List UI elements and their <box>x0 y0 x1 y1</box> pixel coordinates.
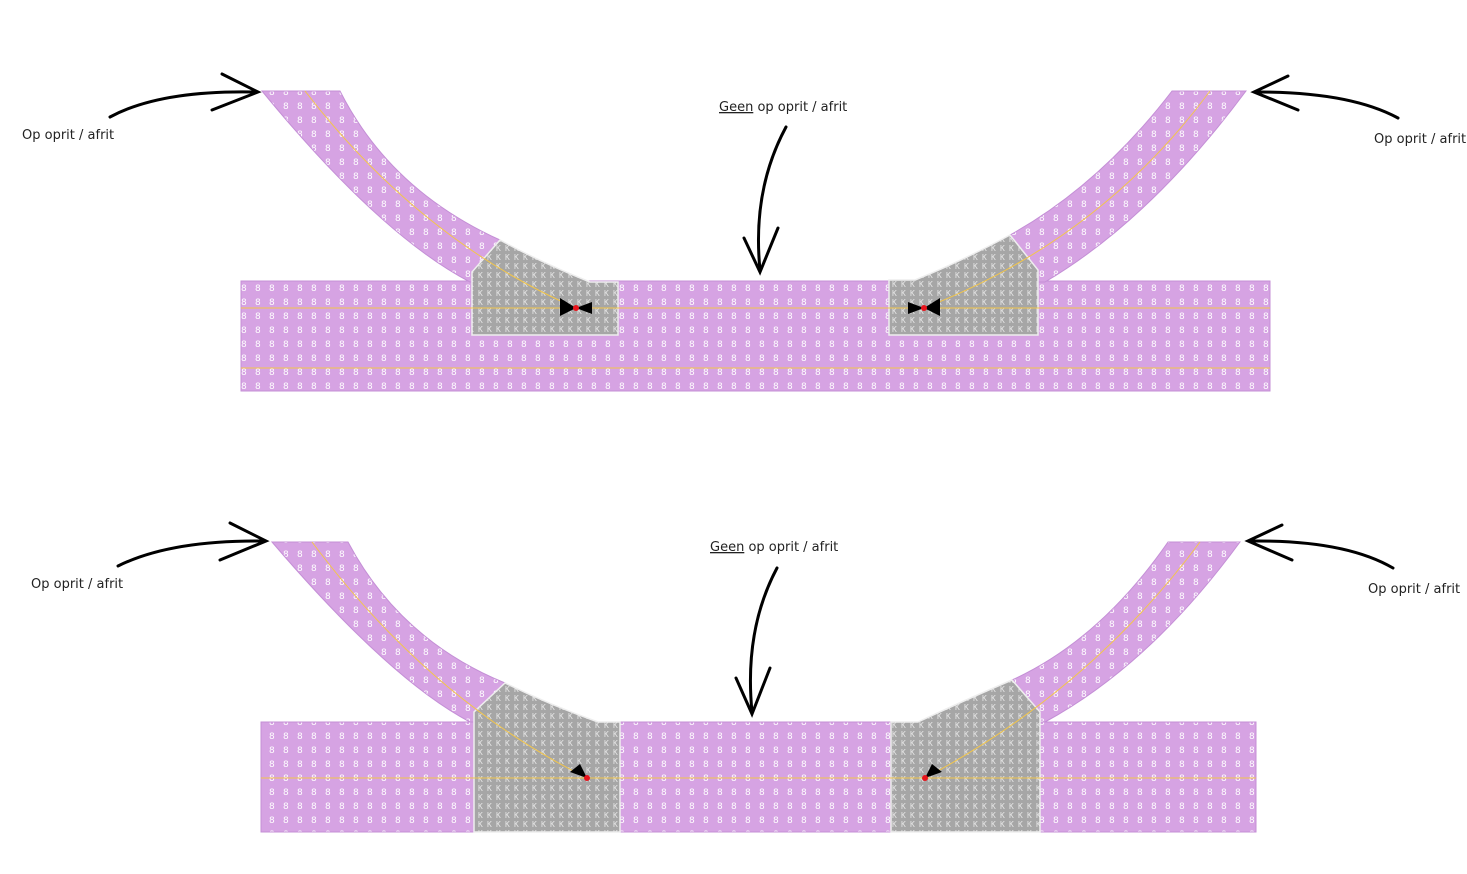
right-ramp <box>1011 541 1241 723</box>
arrow-right-icon <box>1244 523 1395 570</box>
label-center-underlined: Geen <box>710 540 744 555</box>
lane-line <box>311 541 588 779</box>
label-center-rest: op oprit / afrit <box>744 540 838 555</box>
arrow-right-icon <box>1250 74 1400 120</box>
direction-marker-icon <box>570 764 590 781</box>
arrow-center-icon <box>734 566 779 718</box>
left-junction-node <box>471 239 619 336</box>
label-right-ramp: Op oprit / afrit <box>1368 582 1460 597</box>
main-road <box>240 280 1271 392</box>
right-junction-node <box>890 679 1041 833</box>
left-junction-node <box>473 682 621 833</box>
lane-line <box>923 90 1211 309</box>
left-ramp <box>260 90 501 283</box>
label-right-ramp: Op oprit / afrit <box>1374 132 1466 147</box>
right-ramp <box>1009 90 1247 283</box>
label-left-ramp: Op oprit / afrit <box>31 577 123 592</box>
direction-marker-icon <box>560 298 592 316</box>
direction-marker-icon <box>922 764 942 781</box>
label-center: Geen op oprit / afrit <box>719 100 847 115</box>
main-road <box>260 721 1257 833</box>
arrow-center-icon <box>742 125 788 276</box>
right-junction-node <box>888 234 1039 336</box>
label-left-ramp: Op oprit / afrit <box>22 128 114 143</box>
lane-line <box>924 541 1201 779</box>
lane-line <box>304 90 577 309</box>
label-center: Geen op oprit / afrit <box>710 540 838 555</box>
label-center-underlined: Geen <box>719 100 753 115</box>
arrow-left-icon <box>108 72 262 119</box>
direction-marker-icon <box>908 298 940 316</box>
label-center-rest: op oprit / afrit <box>753 100 847 115</box>
diagram-bottom: Op oprit / afrit Geen op oprit / afrit O… <box>31 521 1460 833</box>
arrow-left-icon <box>116 521 270 568</box>
diagram-top: Op oprit / afrit Geen op oprit / afrit O… <box>22 72 1466 392</box>
